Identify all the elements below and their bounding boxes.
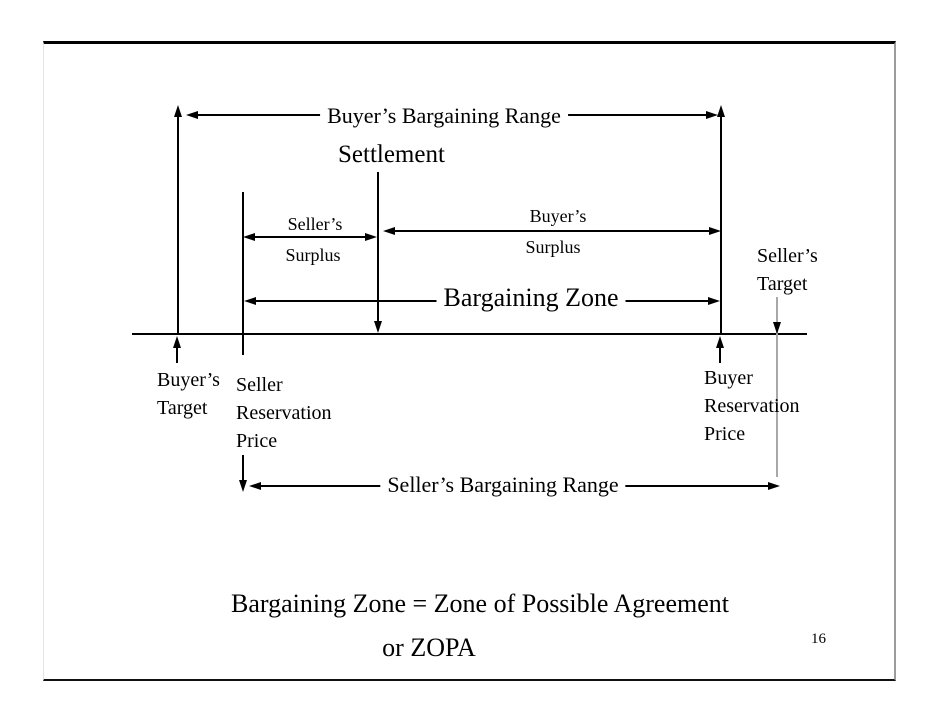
arrowhead-right-icon bbox=[768, 482, 780, 490]
seller-reservation-vertical-line bbox=[242, 192, 244, 355]
sellers-surplus-line bbox=[252, 236, 368, 238]
caption-line1: Bargaining Zone = Zone of Possible Agree… bbox=[231, 589, 729, 618]
sellers-target-label: Seller’s Target bbox=[757, 242, 818, 298]
arrowhead-up-icon bbox=[174, 105, 182, 117]
settlement-pointer-line bbox=[377, 172, 379, 322]
buyer-reservation-vertical-line bbox=[720, 116, 722, 334]
arrowhead-up-icon bbox=[716, 336, 724, 348]
page-number: 16 bbox=[811, 631, 826, 647]
arrowhead-down-icon bbox=[374, 321, 382, 333]
buyer-reservation-label-line3: Price bbox=[704, 423, 746, 445]
sellers-target-drop-line bbox=[776, 297, 778, 477]
sellers-target-label-line1: Seller’s bbox=[757, 245, 818, 267]
arrowhead-up-icon bbox=[173, 336, 181, 348]
seller-reservation-label-line1: Seller bbox=[236, 374, 283, 396]
buyer-reservation-price-label: Buyer Reservation Price bbox=[704, 364, 800, 448]
sellers-surplus-label-line2: Surplus bbox=[285, 245, 341, 265]
buyers-target-marker-line bbox=[176, 347, 178, 363]
arrowhead-left-icon bbox=[186, 111, 198, 119]
arrowhead-right-icon bbox=[708, 297, 720, 305]
arrowhead-left-icon bbox=[244, 297, 256, 305]
arrowhead-left-icon bbox=[249, 482, 261, 490]
caption-line2: or ZOPA bbox=[382, 633, 476, 662]
bargaining-zone-label: Bargaining Zone bbox=[436, 283, 626, 313]
arrowhead-right-icon bbox=[709, 227, 721, 235]
arrowhead-up-icon bbox=[717, 105, 725, 117]
seller-reservation-label-line2: Reservation bbox=[236, 402, 332, 424]
buyers-surplus-label-line2: Surplus bbox=[525, 237, 581, 257]
arrowhead-right-icon bbox=[365, 233, 377, 241]
axis-line bbox=[132, 333, 807, 335]
seller-reservation-drop-line bbox=[242, 455, 244, 481]
buyers-target-label: Buyer’s Target bbox=[157, 366, 220, 422]
arrowhead-left-icon bbox=[243, 233, 255, 241]
buyers-surplus-line bbox=[392, 230, 712, 232]
seller-reservation-price-label: Seller Reservation Price bbox=[236, 371, 332, 455]
buyers-bargaining-range-label: Buyer’s Bargaining Range bbox=[320, 103, 568, 129]
buyers-surplus-label-line1: Buyer’s bbox=[529, 206, 587, 226]
buyers-target-vertical-line bbox=[177, 116, 179, 334]
buyer-reservation-label-line2: Reservation bbox=[704, 395, 800, 417]
buyer-reservation-label-line1: Buyer bbox=[704, 367, 753, 389]
buyers-target-label-line2: Target bbox=[157, 397, 208, 419]
buyers-target-label-line1: Buyer’s bbox=[157, 369, 220, 391]
arrowhead-left-icon bbox=[383, 227, 395, 235]
sellers-target-label-line2: Target bbox=[757, 273, 808, 295]
arrowhead-down-icon bbox=[239, 480, 247, 492]
sellers-surplus-label-line1: Seller’s bbox=[287, 214, 343, 234]
arrowhead-down-icon bbox=[773, 322, 781, 334]
sellers-bargaining-range-label: Seller’s Bargaining Range bbox=[380, 472, 626, 498]
settlement-label: Settlement bbox=[338, 141, 445, 168]
arrowhead-right-icon bbox=[706, 111, 718, 119]
buyer-reservation-marker-line bbox=[719, 347, 721, 363]
seller-reservation-label-line3: Price bbox=[236, 430, 278, 452]
slide-frame bbox=[43, 41, 896, 681]
